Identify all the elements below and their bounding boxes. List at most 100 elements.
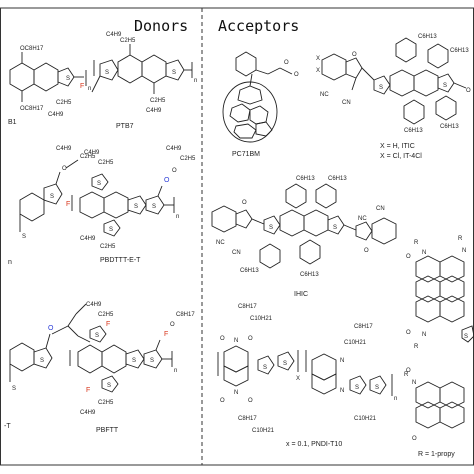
- svg-text:S: S: [105, 70, 109, 76]
- svg-text:O: O: [48, 325, 54, 332]
- figure-frame: [0, 7, 474, 466]
- svg-text:O: O: [364, 248, 369, 254]
- svg-text:S: S: [464, 334, 468, 340]
- svg-text:C4H9: C4H9: [56, 146, 72, 152]
- donor-ptb7-label: PTB7: [116, 123, 134, 130]
- svg-text:S: S: [12, 386, 16, 392]
- svg-text:N: N: [340, 388, 344, 394]
- svg-text:S: S: [109, 227, 113, 233]
- svg-text:S: S: [152, 204, 156, 210]
- svg-text:S: S: [269, 225, 273, 231]
- svg-text:S: S: [97, 181, 101, 187]
- svg-text:S: S: [40, 358, 44, 364]
- acceptor-itic-structure: X X O NC CN S S C6H13 C6H13 C6H13 C6H13 …: [316, 34, 471, 134]
- svg-text:C4H9: C4H9: [84, 150, 100, 156]
- svg-text:S: S: [132, 358, 136, 364]
- svg-text:C2H5: C2H5: [120, 38, 136, 44]
- acceptor-r-definition-label: R = 1-propy: [418, 451, 455, 458]
- svg-text:S: S: [379, 85, 383, 91]
- svg-text:O: O: [352, 52, 357, 58]
- svg-text:OC8H17: OC8H17: [20, 106, 44, 112]
- svg-text:C6H13: C6H13: [328, 176, 347, 182]
- svg-text:n: n: [88, 86, 91, 92]
- svg-text:C8H17: C8H17: [238, 304, 257, 310]
- svg-text:C4H9: C4H9: [80, 410, 96, 416]
- svg-text:F: F: [80, 83, 84, 90]
- svg-text:C6H13: C6H13: [240, 268, 259, 274]
- svg-text:C6H13: C6H13: [300, 272, 319, 278]
- donor-ptb7-t-label: -T: [4, 423, 11, 430]
- svg-text:S: S: [66, 76, 70, 82]
- svg-text:O: O: [220, 398, 225, 404]
- svg-text:S: S: [443, 83, 447, 89]
- svg-text:S: S: [355, 385, 359, 391]
- acceptor-ihic-label: IHIC: [294, 291, 308, 298]
- svg-text:CN: CN: [342, 100, 351, 106]
- svg-text:F: F: [66, 201, 70, 208]
- acceptor-pndi-t10-label: x = 0.1, PNDI-T10: [286, 441, 342, 448]
- svg-text:O: O: [242, 200, 247, 206]
- donor-pbftt-structure: S S n S F C2H5 C4H9 S F C2H5 C4H9 F O C8…: [69, 302, 195, 416]
- svg-text:C6H13: C6H13: [418, 34, 437, 40]
- svg-text:S: S: [283, 361, 287, 367]
- svg-text:n: n: [176, 214, 179, 220]
- donor-pbdtttf-structure: S F O C2H5 C4H9 S: [19, 146, 96, 240]
- donor-ptb7-structure: S S n C2H5 C4H9 C2H5 C4H9 F C2H5 C4H9: [48, 32, 197, 118]
- svg-text:O: O: [412, 436, 417, 442]
- svg-text:O: O: [406, 254, 411, 260]
- svg-text:C2H5: C2H5: [98, 400, 114, 406]
- svg-text:S: S: [107, 383, 111, 389]
- svg-text:R: R: [414, 240, 419, 246]
- acceptor-itic-label-2: X = Cl, IT-4Cl: [380, 153, 422, 160]
- svg-text:C2H5: C2H5: [56, 100, 72, 106]
- svg-text:C4H9: C4H9: [146, 108, 162, 114]
- donor-pbdttt-e-t-structure: S S n S C2H5 C4H9 S C2H5 C4H9 O O C2H5 C…: [71, 146, 196, 250]
- svg-text:O: O: [164, 177, 170, 184]
- svg-text:X: X: [296, 376, 300, 382]
- svg-text:S: S: [22, 234, 26, 240]
- svg-text:R: R: [458, 236, 463, 242]
- svg-text:F: F: [164, 331, 168, 338]
- svg-text:C2H5: C2H5: [80, 154, 96, 160]
- svg-text:C4H9: C4H9: [106, 32, 122, 38]
- svg-text:O: O: [62, 166, 67, 172]
- svg-text:N: N: [422, 332, 426, 338]
- svg-text:N: N: [422, 250, 426, 256]
- acceptor-ihic-structure: O NC CN S S NC CN O C6H13 C6H13 C6H13 C6…: [211, 176, 397, 278]
- svg-text:O: O: [284, 60, 289, 66]
- svg-text:n: n: [394, 396, 397, 402]
- svg-text:C4H9: C4H9: [166, 146, 182, 152]
- svg-text:C10H21: C10H21: [354, 416, 377, 422]
- svg-text:S: S: [134, 204, 138, 210]
- acceptor-pc71bm-label: PC71BM: [232, 151, 260, 158]
- donors-header: Donors: [134, 17, 188, 35]
- svg-text:O: O: [406, 368, 411, 374]
- svg-text:C10H21: C10H21: [252, 428, 275, 434]
- svg-text:O: O: [220, 336, 225, 342]
- svg-text:NC: NC: [358, 216, 367, 222]
- svg-text:O: O: [466, 88, 471, 94]
- svg-text:S: S: [150, 358, 154, 364]
- svg-text:F: F: [86, 387, 90, 394]
- svg-text:C6H13: C6H13: [440, 124, 459, 130]
- svg-text:C8H17: C8H17: [238, 416, 257, 422]
- donor-pbdttt-e-t-label: PBDTTT-E-T: [100, 257, 141, 264]
- svg-text:S: S: [172, 70, 176, 76]
- svg-text:S: S: [263, 365, 267, 371]
- svg-text:NC: NC: [216, 240, 225, 246]
- donor-pbdtttf-label: n: [8, 259, 12, 266]
- svg-text:S: S: [333, 225, 337, 231]
- svg-text:C4H9: C4H9: [86, 302, 102, 308]
- donor-pbdb1-label: B1: [8, 119, 17, 126]
- svg-text:N: N: [462, 248, 466, 254]
- svg-text:O: O: [294, 72, 299, 78]
- svg-text:C8H17: C8H17: [176, 312, 195, 318]
- svg-text:C2H5: C2H5: [98, 312, 114, 318]
- svg-text:X: X: [316, 56, 320, 62]
- svg-text:R: R: [414, 344, 419, 350]
- svg-text:CN: CN: [232, 250, 241, 256]
- svg-text:NC: NC: [320, 92, 329, 98]
- donor-ptb7-t-structure: S O S: [9, 303, 91, 392]
- donor-pbdb1-structure: S OC8H17 OC8H17 n: [9, 46, 91, 112]
